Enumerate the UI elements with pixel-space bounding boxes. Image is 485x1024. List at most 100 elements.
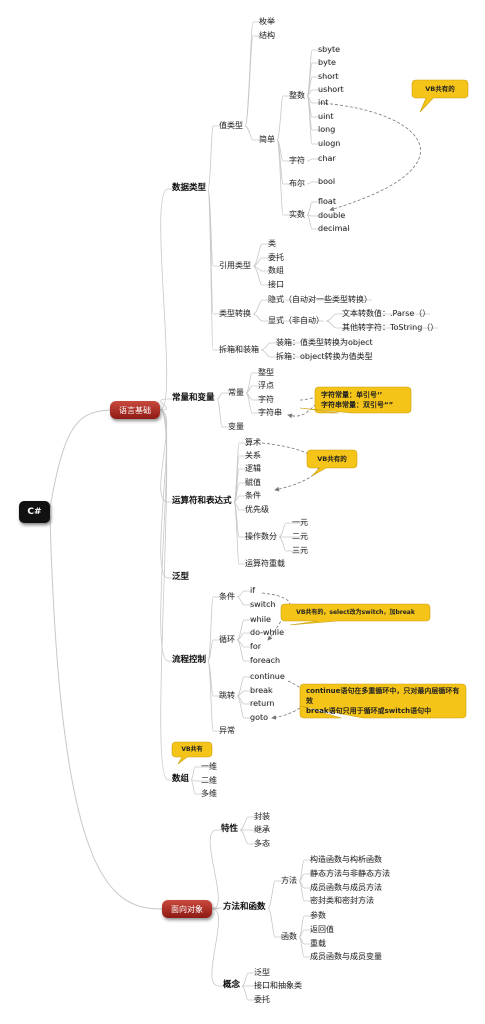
node-interface[interactable]: 接口 (268, 280, 284, 289)
node-delegate[interactable]: 委托 (268, 253, 284, 262)
node-ctor[interactable]: 构造函数与构析函数 (310, 855, 382, 864)
node-inheritance[interactable]: 继承 (254, 825, 270, 834)
node-unboxing-desc[interactable]: 拆箱：object转换为值类型 (276, 352, 373, 361)
node-long[interactable]: long (318, 125, 336, 134)
node-array[interactable]: 数组 (268, 266, 284, 275)
node-logical[interactable]: 逻辑 (245, 464, 261, 473)
node-class[interactable]: 类 (268, 239, 276, 248)
node-conditional[interactable]: 条件 (245, 491, 261, 500)
node-for[interactable]: for (250, 642, 261, 651)
node-ternary[interactable]: 三元 (292, 546, 308, 555)
node-params[interactable]: 参数 (310, 911, 326, 920)
main-node-language-basics[interactable]: 语言基础 (110, 401, 160, 419)
node-jump[interactable]: 跳转 (219, 691, 235, 700)
node-member-var[interactable]: 成员函数与成员变量 (310, 952, 382, 961)
node-sealed[interactable]: 密封类和密封方法 (310, 896, 374, 905)
node-foreach[interactable]: foreach (250, 656, 281, 665)
node-enum[interactable]: 枚举 (259, 17, 275, 26)
connector-line (239, 816, 270, 831)
node-assignment[interactable]: 赋值 (245, 478, 261, 487)
node-encapsulation[interactable]: 封装 (254, 812, 270, 821)
node-methods-functions[interactable]: 方法和函数 (223, 902, 266, 912)
node-sbyte[interactable]: sbyte (318, 45, 341, 54)
node-precedence[interactable]: 优先级 (245, 505, 269, 514)
node-struct[interactable]: 结构 (259, 31, 275, 40)
node-loop[interactable]: 循环 (219, 635, 235, 644)
node-char-const[interactable]: 字符 (258, 395, 274, 404)
node-operand-count[interactable]: 操作数分 (245, 532, 277, 541)
connector-line (236, 590, 255, 598)
node-exception[interactable]: 异常 (219, 726, 235, 735)
main-node-oop[interactable]: 面向对象 (162, 900, 212, 918)
node-continue[interactable]: continue (250, 672, 285, 681)
node-real[interactable]: 实数 (289, 210, 305, 219)
node-explicit[interactable]: 显式（非自动） (268, 316, 324, 325)
node-cond[interactable]: 条件 (219, 592, 235, 601)
node-bool[interactable]: bool (318, 177, 336, 186)
connector-line (306, 89, 344, 97)
node-simple[interactable]: 简单 (259, 135, 275, 144)
node-char-group[interactable]: 字符 (289, 156, 305, 165)
node-unary[interactable]: 一元 (292, 518, 308, 527)
node-return-val[interactable]: 返回值 (310, 925, 334, 934)
node-variable[interactable]: 变量 (228, 422, 244, 431)
node-boxing[interactable]: 拆箱和装箱 (219, 345, 259, 354)
node-member-fn[interactable]: 成员函数与成员方法 (310, 883, 382, 892)
node-bool-group[interactable]: 布尔 (289, 179, 305, 188)
node-overload[interactable]: 运算符重载 (245, 559, 285, 568)
node-boxing-desc[interactable]: 装箱：值类型转换为object (276, 338, 373, 347)
node-two-dim[interactable]: 二维 (201, 776, 217, 785)
node-switch[interactable]: switch (250, 600, 276, 609)
node-reference-type[interactable]: 引用类型 (219, 261, 251, 270)
node-deleg[interactable]: 委托 (254, 995, 270, 1004)
node-multi-dim[interactable]: 多维 (201, 789, 217, 798)
node-generic[interactable]: 泛型 (254, 968, 270, 977)
node-binary[interactable]: 二元 (292, 532, 308, 541)
node-ulong[interactable]: ulogn (318, 139, 341, 148)
node-if[interactable]: if (250, 586, 256, 595)
node-one-dim[interactable]: 一维 (201, 762, 217, 771)
node-relational[interactable]: 关系 (245, 451, 261, 460)
node-value-type[interactable]: 值类型 (219, 121, 243, 130)
node-int-const[interactable]: 整型 (258, 368, 274, 377)
node-flow[interactable]: 流程控制 (172, 655, 207, 665)
node-const-var[interactable]: 常量和变量 (172, 393, 215, 403)
node-concepts[interactable]: 概念 (223, 980, 241, 990)
node-do-while[interactable]: do-while (250, 628, 284, 637)
node-implicit[interactable]: 隐式（自动对一些类型转换） (268, 295, 372, 304)
node-double[interactable]: double (318, 211, 346, 220)
node-iface-abstract[interactable]: 接口和抽象类 (254, 981, 302, 990)
node-float-const[interactable]: 浮点 (258, 381, 274, 390)
node-short[interactable]: short (318, 72, 339, 81)
node-constant[interactable]: 常量 (228, 388, 244, 397)
root-node[interactable]: C# (19, 501, 50, 523)
node-overloading[interactable]: 重载 (310, 939, 326, 948)
node-data-types[interactable]: 数据类型 (172, 183, 207, 193)
node-other-conv[interactable]: 其他转字符：ToString（） (342, 323, 439, 332)
node-uint[interactable]: uint (318, 112, 334, 121)
node-float[interactable]: float (318, 197, 336, 206)
node-features[interactable]: 特性 (221, 824, 239, 834)
node-type-conversion[interactable]: 类型转换 (219, 309, 251, 318)
node-integer[interactable]: 整数 (289, 91, 305, 100)
node-byte[interactable]: byte (318, 58, 336, 67)
relation-arrow-string (287, 403, 317, 419)
node-int[interactable]: int (318, 98, 329, 107)
node-arithmetic[interactable]: 算术 (245, 438, 261, 447)
node-goto[interactable]: goto (250, 713, 269, 722)
node-methods[interactable]: 方法 (281, 876, 297, 885)
node-break[interactable]: break (250, 686, 273, 695)
node-string-const[interactable]: 字符串 (258, 408, 282, 417)
node-arrays[interactable]: 数组 (172, 774, 190, 784)
node-generics[interactable]: 泛型 (172, 572, 190, 582)
node-decimal[interactable]: decimal (318, 224, 350, 233)
node-char[interactable]: char (318, 154, 336, 163)
node-ushort[interactable]: ushort (318, 85, 344, 94)
node-text-conv[interactable]: 文本转数值：.Parse（） (342, 309, 431, 318)
node-return[interactable]: return (250, 699, 275, 708)
node-static[interactable]: 静态方法与非静态方法 (310, 869, 390, 878)
node-operators[interactable]: 运算符和表达式 (172, 496, 232, 506)
node-while[interactable]: while (250, 615, 271, 624)
node-polymorphism[interactable]: 多态 (254, 839, 270, 848)
node-functions[interactable]: 函数 (281, 932, 297, 941)
